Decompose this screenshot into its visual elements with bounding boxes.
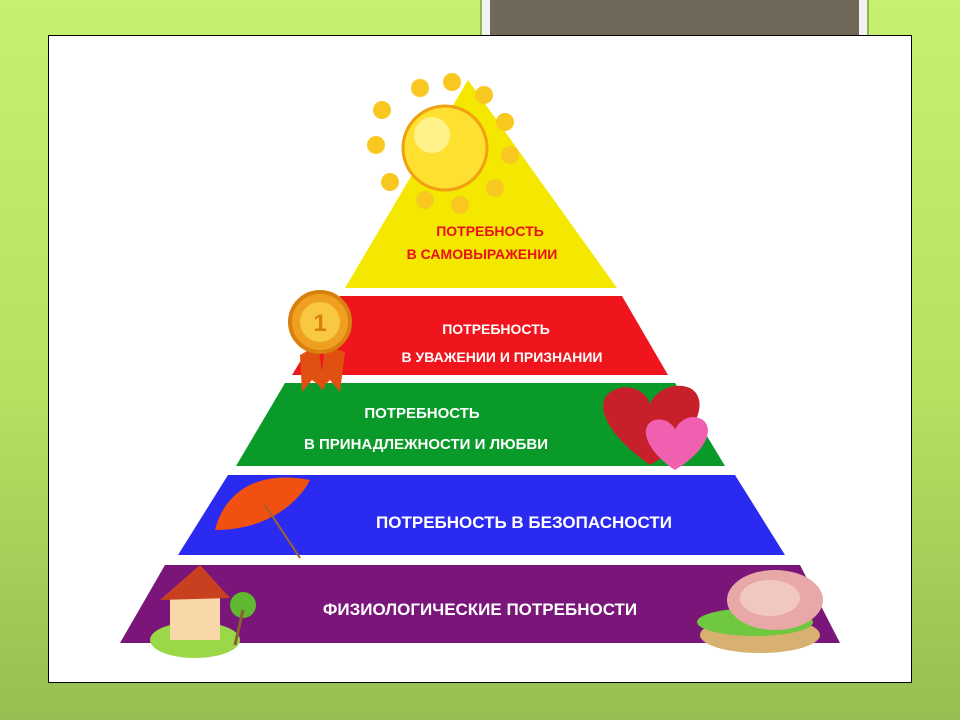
level-physiological: [120, 565, 840, 643]
level-2-line1: ПОТРЕБНОСТЬ: [442, 321, 550, 337]
level-1-line2: В САМОВЫРАЖЕНИИ: [407, 246, 558, 262]
level-4-text: ПОТРЕБНОСТЬ В БЕЗОПАСНОСТИ: [376, 513, 672, 532]
level-5-text: ФИЗИОЛОГИЧЕСКИЕ ПОТРЕБНОСТИ: [323, 600, 637, 619]
hearts-icon: [603, 385, 708, 470]
medal-number: 1: [313, 310, 326, 337]
level-1-line1: ПОТРЕБНОСТЬ: [436, 223, 544, 239]
level-3-line2: В ПРИНАДЛЕЖНОСТИ И ЛЮБВИ: [304, 436, 548, 453]
level-safety: [178, 475, 785, 555]
level-self-actualization: [345, 80, 617, 288]
level-belonging: [236, 383, 725, 466]
level-3-line1: ПОТРЕБНОСТЬ: [364, 405, 480, 422]
sun-icon: [367, 73, 519, 214]
umbrella-icon: [215, 477, 310, 559]
medal-icon: 1: [288, 290, 352, 392]
house-icon: [150, 565, 256, 658]
sandwich-icon: [697, 570, 823, 653]
level-2-line2: В УВАЖЕНИИ И ПРИЗНАНИИ: [402, 349, 603, 365]
level-esteem: [292, 296, 668, 375]
